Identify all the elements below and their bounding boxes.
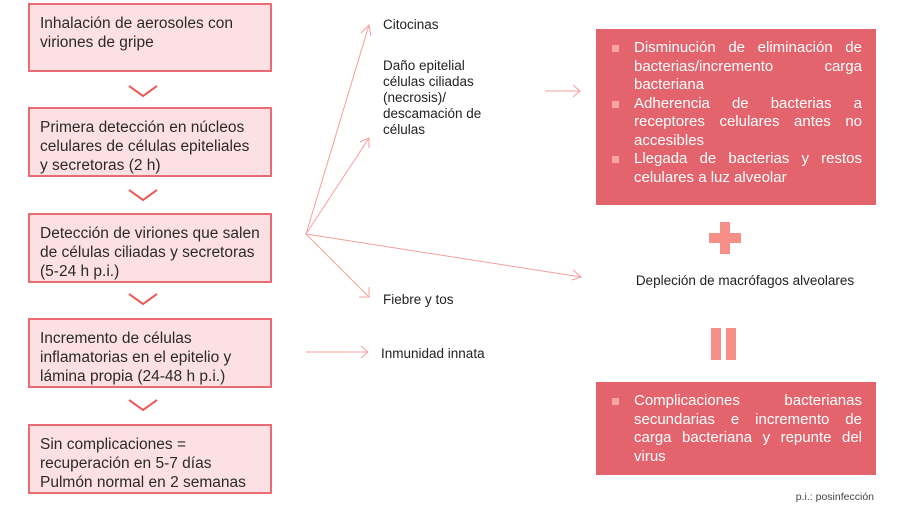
flow-step-virion-release: Detección de viriones que salen de célul… [28,213,272,283]
consequences-box: Disminución de eliminación de bacterias/… [596,29,876,205]
arrowhead-icon [571,269,582,281]
consequence-item: Disminución de eliminación de bacterias/… [608,39,862,95]
result-box: Complicaciones bacterianas secundarias e… [596,382,876,475]
effect-dano-epitelial: Daño epitelial células ciliadas (necrosi… [383,58,482,137]
chevron-down-icon [128,399,158,412]
plus-icon-vertical [720,222,730,254]
arrowhead-icon [572,84,581,98]
chevron-down-icon [128,293,158,306]
flow-step-first-detection: Primera detección en núcleos celulares d… [28,107,272,177]
flow-step-inflammation: Incremento de células inflamatorias en e… [28,318,272,388]
flow-step-text: Detección de viriones que salen de célul… [40,225,260,280]
flow-step-text: Incremento de células inflamatorias en e… [40,330,232,385]
equals-icon-bar [726,328,736,360]
arrowhead-icon [360,23,372,37]
arrowhead-icon [359,137,370,148]
chevron-down-icon [128,189,158,202]
consequence-item: Llegada de bacterias y restos celulares … [608,150,862,187]
arrow-to-fiebre [305,233,370,298]
effect-citocinas: Citocinas [383,17,439,32]
flow-step-text: Primera detección en núcleos celulares d… [40,119,250,174]
flow-step-text: Inhalación de aerosoles con viriones de … [40,15,234,51]
effect-inmunidad: Inmunidad innata [381,346,485,361]
footnote: p.i.: posinfección [795,491,874,503]
equals-icon-bar [711,328,721,360]
consequence-item: Adherencia de bacterias a receptores cel… [608,95,862,151]
flow-step-inhalation: Inhalación de aerosoles con viriones de … [28,3,272,72]
effect-fiebre: Fiebre y tos [383,292,454,307]
depletion-label: Depleción de macrófagos alveolares [635,273,855,288]
chevron-down-icon [128,85,158,98]
arrowhead-icon [360,345,369,359]
flow-step-text: Sin complicaciones = recuperación en 5-7… [40,436,246,491]
arrow-to-citocinas [305,24,370,235]
flow-step-recovery: Sin complicaciones = recuperación en 5-7… [28,424,272,494]
arrow-to-dano [305,137,370,235]
arrowhead-icon [359,287,370,298]
arrow-to-depletion [305,233,582,278]
result-item: Complicaciones bacterianas secundarias e… [608,392,862,466]
